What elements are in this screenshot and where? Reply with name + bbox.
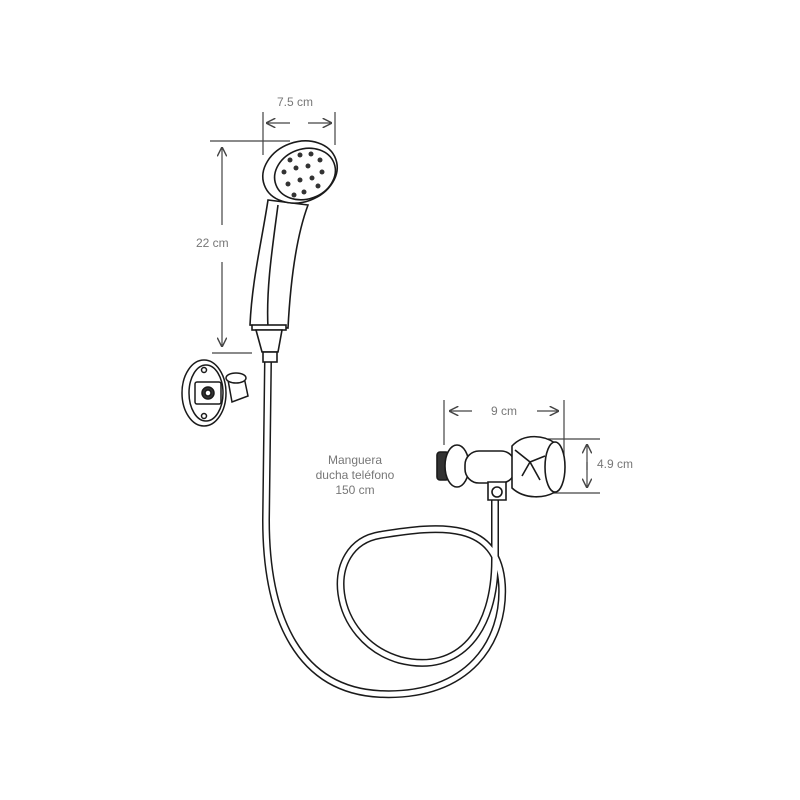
hose-label-line3: 150 cm bbox=[335, 483, 375, 497]
valve-height-label: 4.9 cm bbox=[597, 457, 634, 471]
dimension-head-width bbox=[262, 112, 336, 155]
dimension-valve-height bbox=[548, 438, 600, 494]
hand-shower bbox=[249, 140, 338, 363]
dimension-valve-width bbox=[443, 400, 565, 455]
hose bbox=[261, 356, 507, 699]
hose-label-line2: ducha teléfono bbox=[315, 468, 395, 482]
angle-valve bbox=[436, 435, 566, 501]
hose-label: Manguera ducha teléfono 150 cm bbox=[300, 453, 410, 498]
spray-nozzles bbox=[281, 151, 325, 198]
wall-bracket bbox=[181, 359, 249, 427]
dimension-shower-length bbox=[210, 140, 290, 354]
valve-width-label: 9 cm bbox=[491, 404, 518, 418]
shower-length-label: 22 cm bbox=[196, 236, 229, 250]
head-width-label: 7.5 cm bbox=[277, 95, 314, 109]
hose-label-line1: Manguera bbox=[327, 453, 383, 467]
